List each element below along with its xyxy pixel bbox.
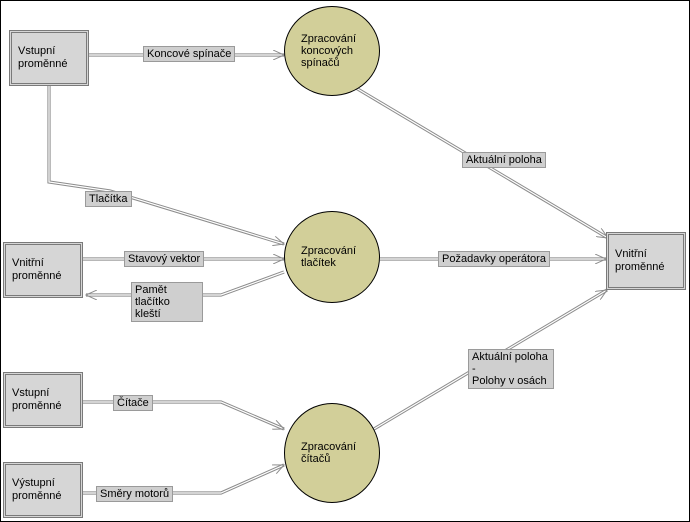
flow-label-counters: Čítače bbox=[113, 395, 153, 411]
store-label: Vstupní proměnné bbox=[18, 45, 68, 70]
process-label: Zpracování koncových spínačů bbox=[301, 33, 357, 69]
wire-buttons bbox=[47, 85, 285, 246]
process-label: Zpracování tlačítek bbox=[301, 245, 357, 269]
store-internal-vars-left[interactable]: Vnitřní proměnné bbox=[3, 242, 83, 298]
flow-label-limit-switches: Koncové spínače bbox=[143, 46, 236, 62]
store-input-vars-top[interactable]: Vstupní proměnné bbox=[9, 30, 89, 86]
store-label: Vstupní proměnné bbox=[12, 387, 62, 412]
store-label: Vnitřní proměnné bbox=[615, 248, 665, 273]
flow-label-position-axes: Aktuální poloha - Polohy v osách bbox=[468, 349, 554, 389]
process-counters[interactable]: Zpracování čítačů bbox=[284, 403, 380, 503]
store-label: Výstupní proměnné bbox=[12, 477, 62, 502]
process-buttons[interactable]: Zpracování tlačítek bbox=[284, 211, 380, 303]
flow-label-operator-requests: Požadavky operátora bbox=[438, 251, 550, 267]
flow-label-buttons: Tlačítka bbox=[85, 191, 132, 207]
store-output-vars-bottom[interactable]: Výstupní proměnné bbox=[3, 462, 83, 518]
flow-label-state-vector: Stavový vektor bbox=[124, 251, 205, 267]
flow-label-actual-position: Aktuální poloha bbox=[462, 152, 546, 168]
flow-label-motor-directions: Směry motorů bbox=[96, 486, 174, 502]
process-limit-switches[interactable]: Zpracování koncových spínačů bbox=[284, 6, 380, 96]
store-internal-vars-right[interactable]: Vnitřní proměnné bbox=[606, 232, 686, 290]
store-input-vars-mid[interactable]: Vstupní proměnné bbox=[3, 372, 83, 428]
flow-label-button-memory: Pamět tlačítko kleští bbox=[131, 282, 203, 322]
store-label: Vnitřní proměnné bbox=[12, 257, 62, 282]
process-label: Zpracování čítačů bbox=[301, 441, 357, 465]
